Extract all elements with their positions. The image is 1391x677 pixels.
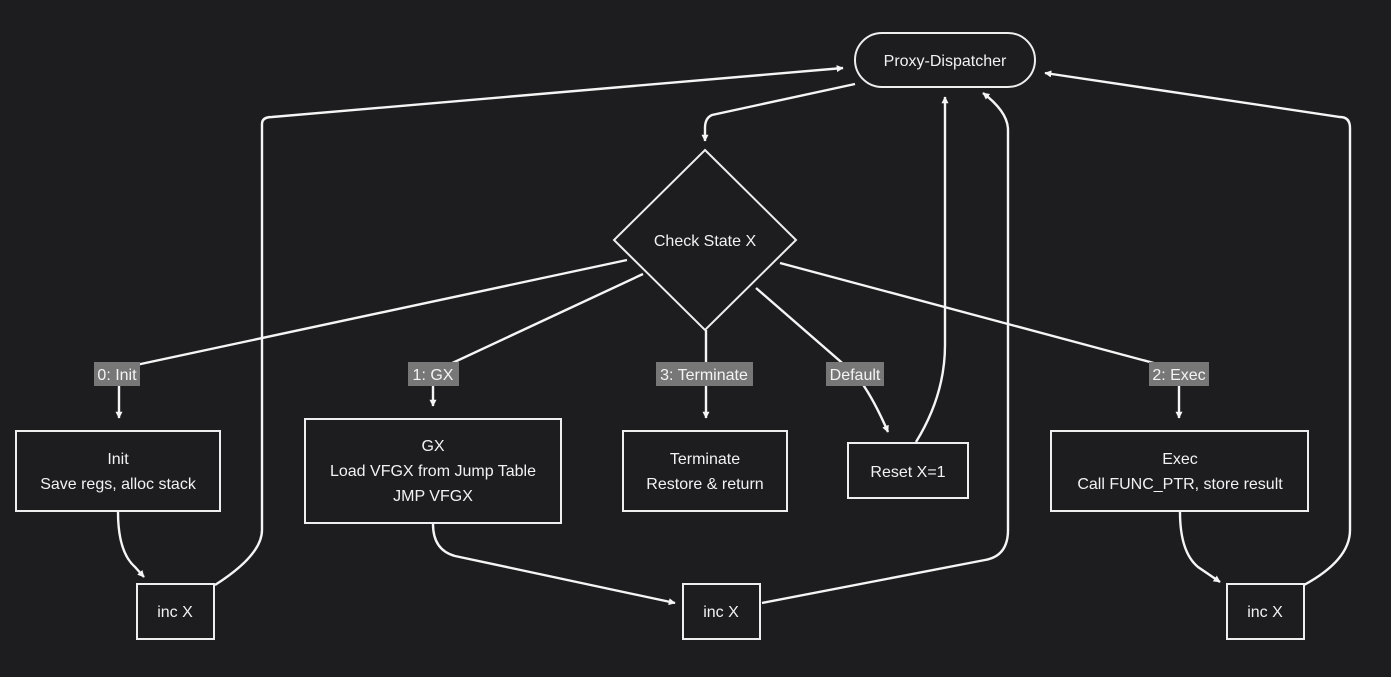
edge-reset-to-dispatcher (914, 96, 949, 443)
proxy-dispatcher-label: Proxy-Dispatcher (884, 53, 1007, 70)
edge-inc-mid-to-dispatcher (761, 92, 1010, 605)
edge-label-exec: 2: Exec (1149, 362, 1209, 386)
node-exec[interactable]: Exec Call FUNC_PTR, store result (1050, 430, 1309, 512)
inc-x-mid-label: inc X (703, 604, 739, 621)
svg-text:3: Terminate: 3: Terminate (660, 367, 748, 384)
node-reset[interactable]: Reset X=1 (847, 442, 969, 499)
terminate-description: Restore & return (646, 476, 763, 493)
reset-label: Reset X=1 (870, 464, 945, 481)
edge-check-to-reset (755, 287, 890, 433)
exec-description: Call FUNC_PTR, store result (1077, 476, 1283, 493)
node-terminate[interactable]: Terminate Restore & return (622, 430, 788, 512)
node-inc-x-left[interactable]: inc X (136, 583, 215, 640)
inc-x-left-label: inc X (157, 604, 193, 621)
gx-description: Load VFGX from Jump Table (330, 463, 536, 480)
edge-label-terminate: 3: Terminate (656, 362, 753, 386)
edge-label-gx: 1: GX (408, 362, 459, 386)
edge-exec-to-inc-right (1178, 511, 1221, 583)
inc-x-right-label: inc X (1247, 604, 1283, 621)
edge-check-to-init (115, 258, 628, 419)
check-state-label: Check State X (654, 233, 757, 250)
edge-dispatcher-to-check (701, 82, 856, 142)
edge-label-default: Default (826, 362, 884, 386)
edge-inc-right-to-dispatcher (1044, 70, 1352, 587)
gx-title: GX (421, 438, 444, 455)
terminate-title: Terminate (670, 451, 740, 468)
node-inc-x-mid[interactable]: inc X (682, 583, 761, 640)
init-description: Save regs, alloc stack (40, 476, 197, 493)
edge-init-to-inc-left (116, 511, 145, 578)
node-init[interactable]: Init Save regs, alloc stack (15, 430, 221, 512)
init-title: Init (107, 451, 129, 468)
node-proxy-dispatcher[interactable]: Proxy-Dispatcher (854, 32, 1036, 88)
svg-text:1: GX: 1: GX (413, 367, 454, 384)
exec-title: Exec (1162, 451, 1198, 468)
gx-instruction: JMP VFGX (393, 488, 473, 505)
node-gx[interactable]: GX Load VFGX from Jump Table JMP VFGX (304, 418, 562, 524)
edge-check-to-exec (779, 261, 1183, 419)
edge-gx-to-inc-mid (431, 523, 676, 606)
node-check-state[interactable]: Check State X (612, 148, 798, 332)
node-inc-x-right[interactable]: inc X (1226, 583, 1305, 640)
edge-inc-left-to-dispatcher (214, 65, 844, 587)
edge-label-init: 0: Init (94, 362, 140, 386)
svg-text:0: Init: 0: Init (97, 367, 137, 384)
svg-text:Default: Default (830, 367, 881, 384)
svg-text:2: Exec: 2: Exec (1152, 367, 1205, 384)
